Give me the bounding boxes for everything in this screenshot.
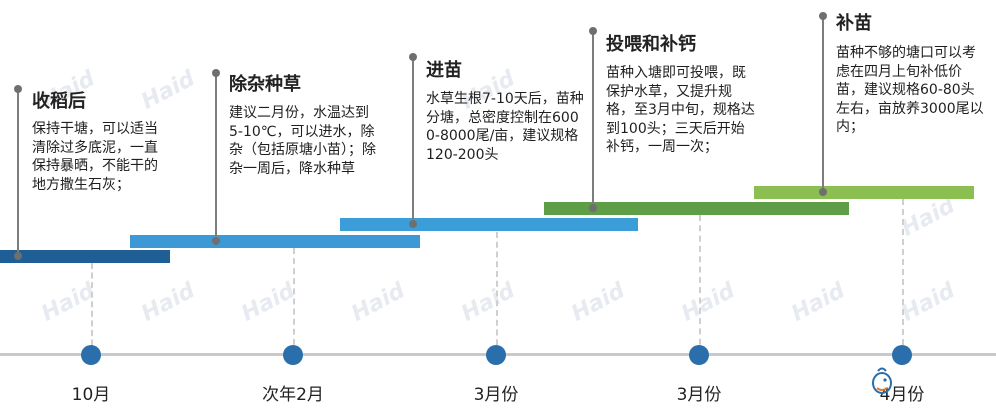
stage-description: 水草生根7-10天后，苗种分塘，总密度控制在6000-8000尾/亩，建议规格1… xyxy=(426,91,584,163)
timeline-date: 3月份 xyxy=(473,385,519,405)
timeline-dash xyxy=(699,215,701,355)
stage-title: 进苗 xyxy=(426,60,462,81)
watermark: Haid xyxy=(137,278,200,327)
stage-description: 建议二月份，水温达到5-10℃，可以进水，除杂（包括原塘小苗）；除杂一周后，降水… xyxy=(229,105,376,177)
stage-pin-line xyxy=(822,15,824,193)
pin-dot xyxy=(589,204,597,212)
pin-dot xyxy=(14,252,22,260)
stage-title: 投喂和补钙 xyxy=(606,34,696,55)
stage-bar-2 xyxy=(130,235,420,248)
stage-pin-line xyxy=(17,88,19,256)
timeline-node xyxy=(892,345,912,365)
timeline-date: 10月 xyxy=(71,385,111,405)
timeline-dash xyxy=(293,248,295,355)
stage-title: 除杂种草 xyxy=(229,74,301,95)
pin-dot xyxy=(409,220,417,228)
timeline-date: 3月份 xyxy=(676,385,722,405)
watermark: Haid xyxy=(37,278,100,327)
watermark: Haid xyxy=(677,278,740,327)
watermark: Haid xyxy=(347,278,410,327)
stage-bar-3 xyxy=(340,218,638,231)
stage-pin-line xyxy=(215,72,217,242)
timeline-dash xyxy=(91,263,93,355)
timeline-node xyxy=(689,345,709,365)
watermark: Haid xyxy=(457,278,520,327)
watermark: Haid xyxy=(237,278,300,327)
stage-title: 补苗 xyxy=(836,13,872,34)
watermark: Haid xyxy=(787,278,850,327)
stage-pin-line xyxy=(412,56,414,226)
fish-logo-icon xyxy=(872,367,892,394)
pin-dot xyxy=(409,53,417,61)
pin-dot xyxy=(14,85,22,93)
pin-dot xyxy=(212,69,220,77)
stage-pin-line xyxy=(592,30,594,210)
stage-bar-5 xyxy=(754,186,974,199)
timeline-node xyxy=(283,345,303,365)
stage-bar-1 xyxy=(0,250,170,263)
timeline-dash xyxy=(902,199,904,355)
timeline-node xyxy=(81,345,101,365)
stage-bar-4 xyxy=(544,202,849,215)
pin-dot xyxy=(589,27,597,35)
pin-dot xyxy=(212,237,220,245)
pin-dot xyxy=(819,188,827,196)
pin-dot xyxy=(819,12,827,20)
stage-description: 苗种入塘即可投喂，既保护水草，又提升规格，至3月中旬，规格达到100头；三天后开… xyxy=(606,65,755,155)
watermark: Haid xyxy=(137,66,200,115)
watermark: Haid xyxy=(897,193,960,242)
stage-title: 收稻后 xyxy=(32,91,86,112)
timeline-date: 4月份 xyxy=(879,385,925,405)
stage-description: 保持干塘，可以适当清除过多底泥，一直保持暴晒，不能干的地方撒生石灰； xyxy=(32,121,158,193)
timeline-node xyxy=(486,345,506,365)
timeline-date: 次年2月 xyxy=(262,385,324,405)
timeline-dash xyxy=(496,232,498,355)
watermark: Haid xyxy=(897,278,960,327)
watermark: Haid xyxy=(567,278,630,327)
stage-description: 苗种不够的塘口可以考虑在四月上旬补低价苗，建议规格60-80头左右，亩放养300… xyxy=(836,45,984,135)
